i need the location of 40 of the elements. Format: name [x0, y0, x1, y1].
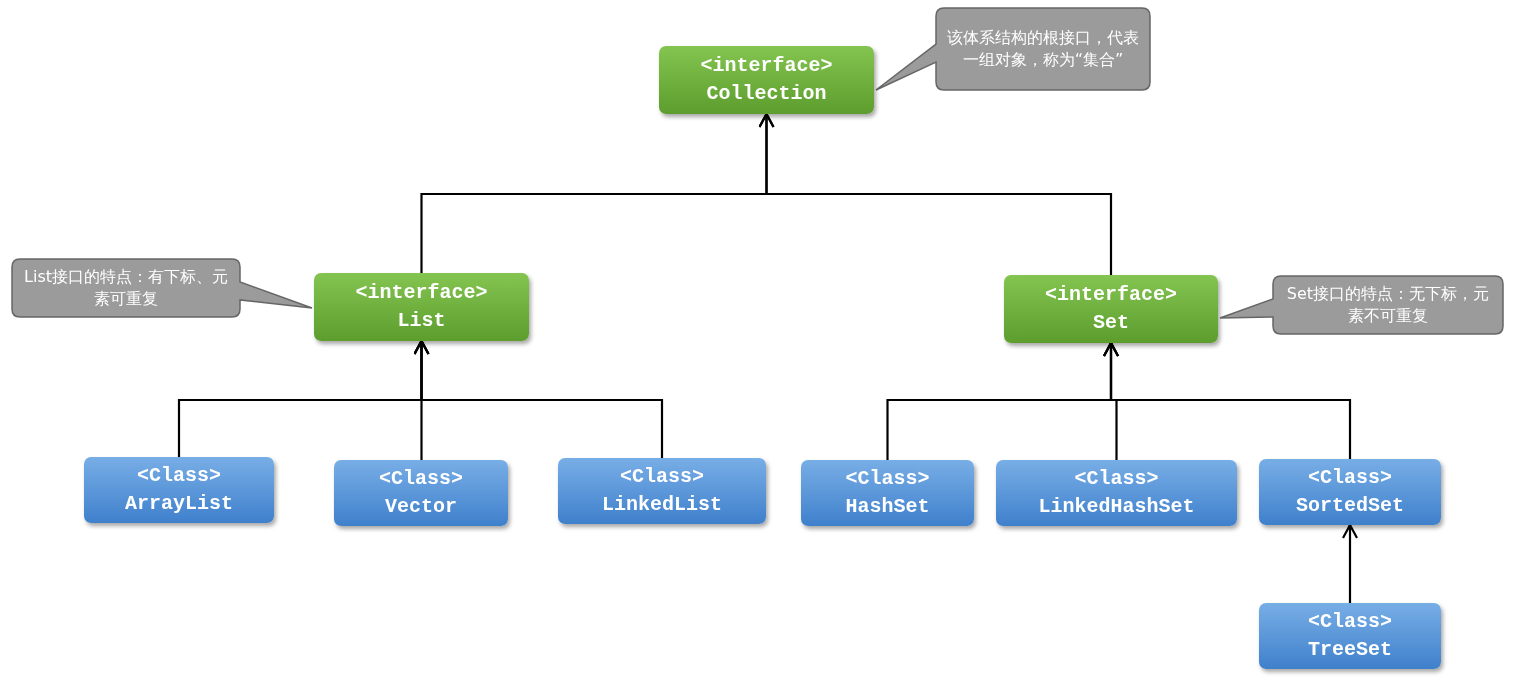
inheritance-arrow	[1102, 341, 1352, 459]
stereotype-label: <Class>	[1074, 466, 1159, 492]
class-box	[558, 458, 766, 524]
stereotype-label: <interface>	[700, 53, 833, 79]
inheritance-arrow	[1341, 523, 1359, 603]
note-text: 该体系结构的根接口，代表一组对象，称为“集合”	[946, 27, 1140, 71]
type-name: List	[397, 308, 446, 334]
note-text: List接口的特点：有下标、元素可重复	[23, 266, 229, 310]
stereotype-label: <Class>	[1308, 609, 1392, 635]
stereotype-label: <Class>	[1308, 465, 1392, 491]
inheritance-arrow	[758, 112, 1113, 275]
stereotype-label: <Class>	[620, 464, 704, 490]
interface-box	[314, 273, 529, 341]
class-box	[84, 457, 274, 523]
callout-note	[12, 259, 312, 317]
callout-note	[1220, 276, 1503, 334]
type-name: TreeSet	[1308, 637, 1392, 663]
class-box	[801, 460, 974, 526]
interface-box	[659, 46, 874, 114]
class-box	[1259, 603, 1441, 669]
type-name: Vector	[385, 494, 457, 520]
stereotype-label: <interface>	[355, 280, 488, 306]
type-name: SortedSet	[1296, 493, 1404, 519]
type-name: ArrayList	[125, 491, 233, 517]
class-box	[1259, 459, 1441, 525]
stereotype-label: <Class>	[379, 466, 463, 492]
type-name: Collection	[706, 81, 827, 107]
type-name: LinkedList	[602, 492, 722, 518]
note-text: Set接口的特点：无下标，元素不可重复	[1285, 283, 1491, 327]
class-box	[996, 460, 1237, 526]
inheritance-arrow	[413, 339, 664, 458]
stereotype-label: <interface>	[1045, 282, 1177, 308]
stereotype-label: <Class>	[845, 466, 930, 492]
type-name: HashSet	[845, 494, 930, 520]
stereotype-label: <Class>	[137, 463, 221, 489]
callout-note	[876, 8, 1150, 90]
type-name: Set	[1093, 310, 1129, 336]
class-box	[334, 460, 508, 526]
type-name: LinkedHashSet	[1038, 494, 1195, 520]
interface-box	[1004, 275, 1218, 343]
